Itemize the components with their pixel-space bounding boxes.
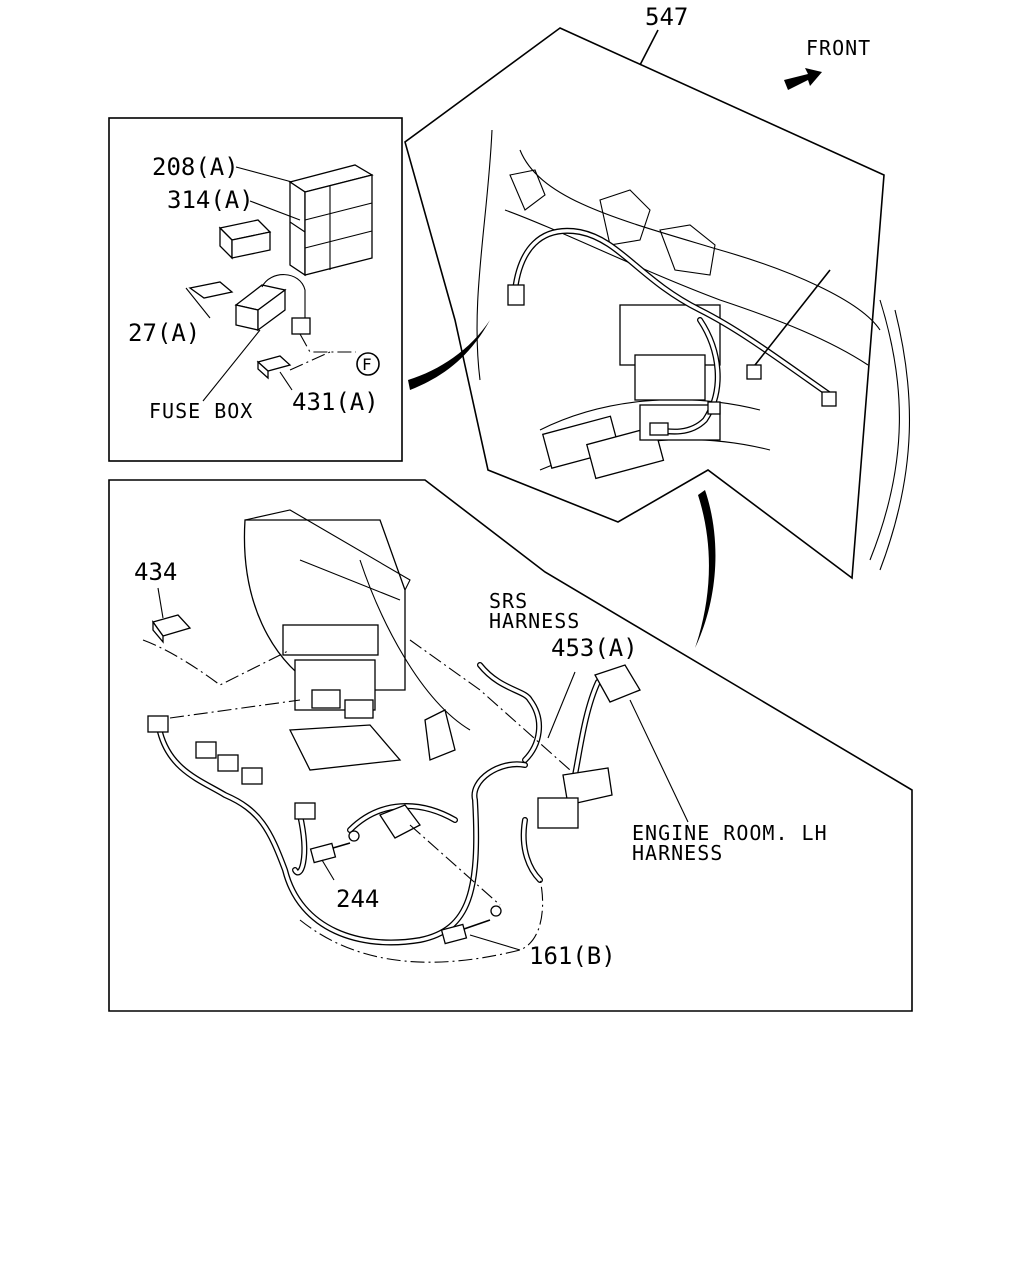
engine-room-harness-line1: ENGINE ROOM. LH bbox=[632, 821, 828, 845]
callout-27a: 27(A) bbox=[128, 319, 200, 347]
callout-fuse-box: FUSE BOX bbox=[149, 399, 253, 423]
callout-431a: 431(A) bbox=[292, 388, 379, 416]
swoosh-to-detail bbox=[695, 490, 716, 648]
swoosh-to-fuse-box bbox=[408, 320, 490, 390]
fuse-box-inset bbox=[108, 117, 403, 462]
heater-detail-view bbox=[108, 479, 913, 1012]
engine-room-harness-line2: HARNESS bbox=[632, 841, 723, 865]
callout-244: 244 bbox=[336, 885, 379, 913]
srs-harness-label-line1: SRS bbox=[489, 589, 528, 613]
dashboard-overview-view bbox=[404, 27, 910, 648]
callout-434: 434 bbox=[134, 558, 177, 586]
srs-harness-label-line2: HARNESS bbox=[489, 609, 580, 633]
assembly-number: 547 bbox=[645, 3, 688, 31]
callout-453a: 453(A) bbox=[551, 634, 638, 662]
reference-circle-f: F bbox=[362, 355, 372, 374]
callout-161b: 161(B) bbox=[529, 942, 616, 970]
front-arrow-icon bbox=[784, 68, 822, 90]
callout-208a: 208(A) bbox=[152, 153, 239, 181]
front-direction-label: FRONT bbox=[806, 36, 871, 60]
callout-314a: 314(A) bbox=[167, 186, 254, 214]
